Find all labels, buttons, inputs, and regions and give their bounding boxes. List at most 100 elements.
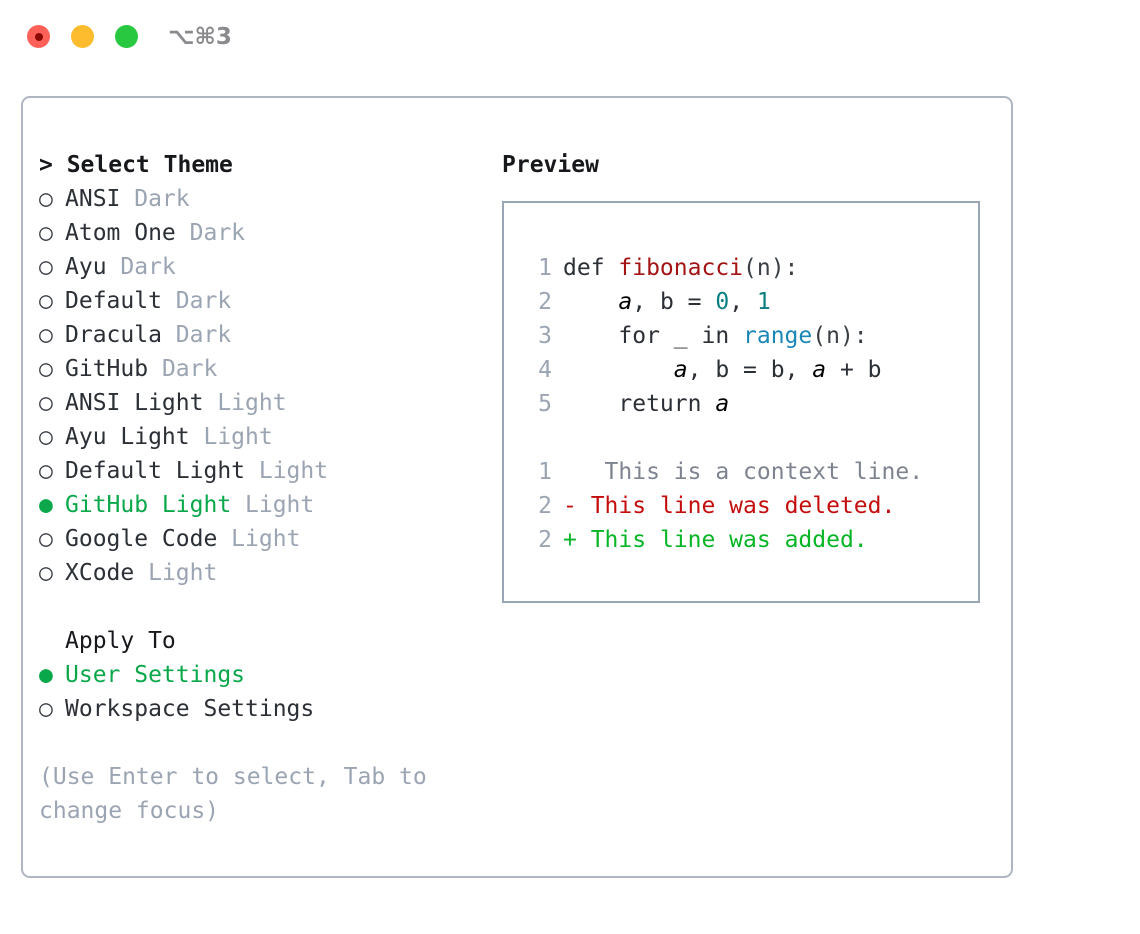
code-token [563,353,674,387]
apply-to-header: Apply To [65,628,176,654]
code-line: 5 return a [522,387,978,421]
theme-variant-tag: Dark [175,220,246,246]
theme-variant-tag: Light [245,458,329,484]
diff-sign: - [563,493,577,519]
theme-variant-tag: Light [203,390,287,416]
theme-option-atom-one[interactable]: ○ Atom One Dark [39,216,509,250]
theme-option-xcode[interactable]: ○ XCode Light [39,556,509,590]
preview-header: Preview [502,152,599,178]
minimize-button[interactable] [71,25,94,48]
code-token: + b [826,357,882,383]
code-token: return [563,391,716,417]
code-token: range [743,323,813,349]
apply-to-option-workspace-settings[interactable]: ○Workspace Settings [39,692,509,726]
radio-unselected-icon: ○ [39,288,53,314]
code-token: , [729,289,757,315]
diff-text: This line was added. [576,527,868,553]
title-bar: ⌥⌘3 [0,0,1140,78]
code-token: fibonacci [618,255,744,281]
theme-option-ansi[interactable]: ○ ANSI Dark [39,182,509,216]
theme-variant-tag: Dark [148,356,218,382]
theme-variant-tag: Dark [161,322,232,348]
code-token: , b = b, [687,357,813,383]
radio-unselected-icon: ○ [39,526,53,552]
theme-variant-tag: Light [231,492,315,518]
code-token [563,285,618,319]
theme-option-label: Ayu Light [65,424,190,450]
theme-option-label: Dracula [65,322,162,348]
radio-selected-icon: ● [39,662,53,688]
diff-text: This is a context line. [576,459,924,485]
theme-option-label: Atom One [65,220,176,246]
radio-selected-icon: ● [39,492,53,518]
code-line: 3 for _ in range(n): [522,319,978,353]
theme-selector-column: > Select Theme ○ANSI Dark○Atom One Dark○… [39,148,509,828]
theme-option-ayu-light[interactable]: ○Ayu Light Light [39,420,509,454]
radio-unselected-icon: ○ [39,356,53,382]
theme-variant-tag: Light [217,526,301,552]
code-line: 4 a, b = b, a + b [522,353,978,387]
diff-sign: + [563,527,577,553]
theme-option-google-code[interactable]: ○Google Code Light [39,522,509,556]
theme-list: ○ANSI Dark○Atom One Dark○Ayu Dark○Defaul… [39,182,509,590]
theme-option-label: ANSI [65,186,121,212]
radio-unselected-icon: ○ [39,186,53,212]
radio-unselected-icon: ○ [39,220,53,246]
apply-to-option-user-settings[interactable]: ●User Settings [39,658,509,692]
diff-line: 2- This line was deleted. [522,489,978,523]
theme-option-dracula[interactable]: ○ Dracula Dark [39,318,509,352]
code-token: 1 [756,289,771,315]
radio-unselected-icon: ○ [39,560,53,586]
theme-variant-tag: Dark [106,254,176,280]
theme-variant-tag: Dark [161,288,232,314]
apply-to-option-label: Workspace Settings [65,696,315,722]
select-theme-header: > Select Theme [39,152,233,178]
theme-option-ansi-light[interactable]: ○ANSI Light Light [39,386,509,420]
window-controls [27,25,138,48]
code-token: (n): [743,255,799,281]
close-button[interactable] [27,25,50,48]
theme-option-github-light[interactable]: ● GitHub Light Light [39,488,509,522]
theme-option-label: Default Light [65,458,246,484]
theme-option-ayu[interactable]: ○Ayu Dark [39,250,509,284]
theme-option-label: Default [65,288,162,314]
line-number: 5 [538,391,552,417]
line-number: 2 [538,289,552,315]
main-panel: > Select Theme ○ANSI Dark○Atom One Dark○… [21,96,1013,878]
radio-unselected-icon: ○ [39,322,53,348]
theme-option-label: GitHub Light [65,492,232,518]
radio-unselected-icon: ○ [39,458,53,484]
diff-line: 1 This is a context line. [522,455,978,489]
line-number: 4 [538,357,552,383]
code-token: 0 [715,289,730,315]
diff-sign [563,455,577,489]
code-token: a [618,289,633,315]
code-token: a [812,357,827,383]
radio-unselected-icon: ○ [39,424,53,450]
diff-line: 2+ This line was added. [522,523,978,557]
theme-option-default-light[interactable]: ○ Default Light Light [39,454,509,488]
theme-variant-tag: Dark [120,186,190,212]
code-token: (n): [812,323,868,349]
code-token: def [563,255,619,281]
diff-sample: 1 This is a context line.2- This line wa… [522,455,978,557]
line-number: 1 [538,459,552,485]
theme-option-github[interactable]: ○ GitHub Dark [39,352,509,386]
theme-option-default[interactable]: ○ Default Dark [39,284,509,318]
theme-variant-tag: Light [134,560,218,586]
theme-option-label: XCode [65,560,135,586]
diff-text: This line was deleted. [576,493,896,519]
line-number: 3 [538,323,552,349]
theme-option-label: GitHub [65,356,149,382]
maximize-button[interactable] [115,25,138,48]
radio-unselected-icon: ○ [39,390,53,416]
keyboard-hint-text: (Use Enter to select, Tab to change focu… [39,764,441,824]
code-token: , b = [632,289,716,315]
keyboard-shortcut-label: ⌥⌘3 [168,24,232,50]
apply-to-list: ●User Settings○Workspace Settings [39,658,509,726]
